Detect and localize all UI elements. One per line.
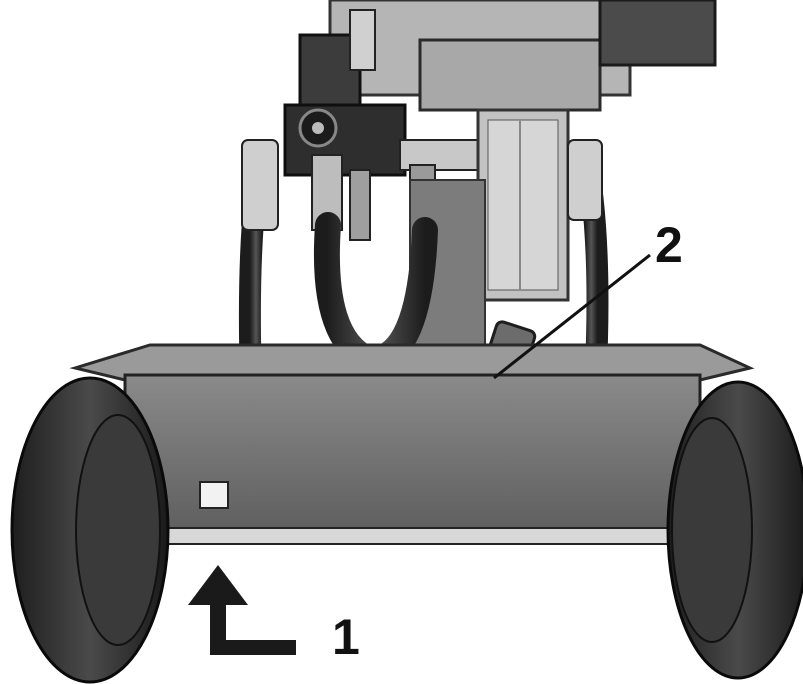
callout-2-label: 2 (655, 217, 683, 273)
axle (109, 527, 701, 545)
left-wheel (10, 376, 170, 684)
callout-2-leader (493, 253, 651, 380)
machinery-top (298, 0, 717, 127)
pump-block (476, 108, 570, 302)
callout-1-label: 1 (332, 609, 360, 665)
right-wheel (666, 380, 803, 680)
callout-1-arrow (188, 565, 296, 655)
tank-box (123, 373, 702, 537)
valve-assembly (283, 103, 481, 241)
tank-label-sticker (199, 481, 229, 509)
